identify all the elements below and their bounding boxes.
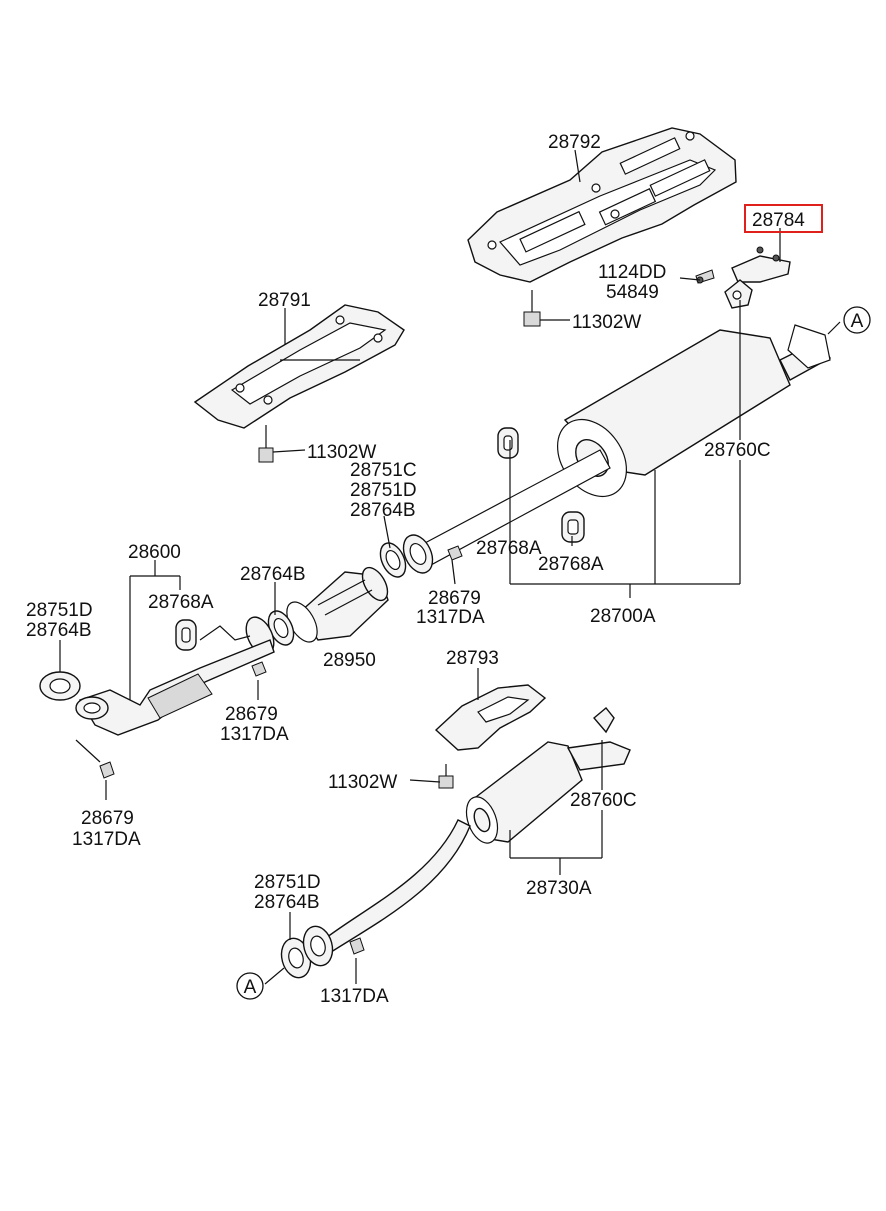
label-28751d-mid: 28751D <box>350 480 417 501</box>
front-pipe-28600 <box>75 639 275 736</box>
reference-circle-a-top: A <box>843 306 871 334</box>
heat-protector-28791 <box>193 304 405 429</box>
label-28730a: 28730A <box>526 878 592 899</box>
label-28768a-right: 28768A <box>538 554 604 575</box>
label-28751d-bot: 28751D <box>254 872 321 893</box>
label-1124dd: 1124DD <box>598 262 666 283</box>
hanger-bracket-28784 <box>731 246 791 283</box>
bolt-11302w-mid <box>258 425 274 463</box>
svg-text:A: A <box>244 977 257 998</box>
nut-28679-bottom <box>99 761 115 779</box>
label-11302w-low: 11302W <box>328 772 397 793</box>
label-28764b-left: 28764B <box>240 564 306 585</box>
label-11302w-mid: 11302W <box>307 442 376 463</box>
label-11302w-top: 11302W <box>572 312 641 333</box>
gasket-28751d-bot <box>280 937 312 979</box>
bolt-11302w-top <box>523 290 541 327</box>
label-28600: 28600 <box>128 542 181 563</box>
bolt-11302w-low <box>438 764 454 789</box>
label-28768a-mid: 28768A <box>476 538 542 559</box>
label-1317da-low: 1317DA <box>220 724 289 745</box>
label-28679-low: 28679 <box>225 704 278 725</box>
label-28751d-left: 28751D <box>26 600 93 621</box>
label-28700a: 28700A <box>590 606 656 627</box>
label-28950: 28950 <box>323 650 376 671</box>
center-muffler-28700a <box>407 324 831 573</box>
nut-28679-low <box>251 661 267 677</box>
label-28760c-low: 28760C <box>570 790 637 811</box>
label-28764b-mid: 28764B <box>350 500 416 521</box>
label-28751c: 28751C <box>350 460 417 481</box>
svg-text:A: A <box>851 311 864 332</box>
label-28764b-left2: 28764B <box>26 620 92 641</box>
gasket-28751d-left <box>39 671 81 701</box>
gasket-28764b-left <box>267 610 295 646</box>
label-28793: 28793 <box>446 648 499 669</box>
label-28679-bottom: 28679 <box>81 808 134 829</box>
label-28784: 28784 <box>752 210 805 231</box>
label-1317da-bottom: 1317DA <box>72 829 141 850</box>
rubber-hanger-28768a-left <box>175 619 251 651</box>
gasket-28751c <box>379 542 407 578</box>
rear-muffler-28730a <box>465 741 631 844</box>
rubber-hanger-28768a-mid <box>497 427 519 459</box>
label-28760c-top: 28760C <box>704 440 771 461</box>
heat-protector-28792 <box>467 127 737 283</box>
heat-protector-28793 <box>434 684 547 751</box>
tail-pipe <box>316 819 471 955</box>
nut-1317da-end <box>349 937 365 955</box>
label-1317da-mid: 1317DA <box>416 607 485 628</box>
flange-28764b-bot <box>302 925 334 967</box>
flange-28751d <box>402 534 434 574</box>
rubber-hanger-28760c-low <box>593 707 615 734</box>
nut-28679-mid <box>447 545 463 561</box>
reference-circle-a-bottom: A <box>236 972 264 1000</box>
bolt-1124dd <box>695 269 715 284</box>
highlight-box-28784 <box>744 204 823 233</box>
leader-lines <box>59 149 841 985</box>
label-28791: 28791 <box>258 290 311 311</box>
label-54849: 54849 <box>606 282 659 303</box>
label-28764b-bot: 28764B <box>254 892 320 913</box>
label-1317da-end: 1317DA <box>320 986 389 1007</box>
label-28792: 28792 <box>548 132 601 153</box>
label-28679-mid: 28679 <box>428 588 481 609</box>
label-28768a-left: 28768A <box>148 592 214 613</box>
catalytic-converter-28950 <box>286 566 389 643</box>
rubber-hanger-54849 <box>724 279 753 309</box>
rubber-hanger-28768a-right <box>561 511 585 543</box>
